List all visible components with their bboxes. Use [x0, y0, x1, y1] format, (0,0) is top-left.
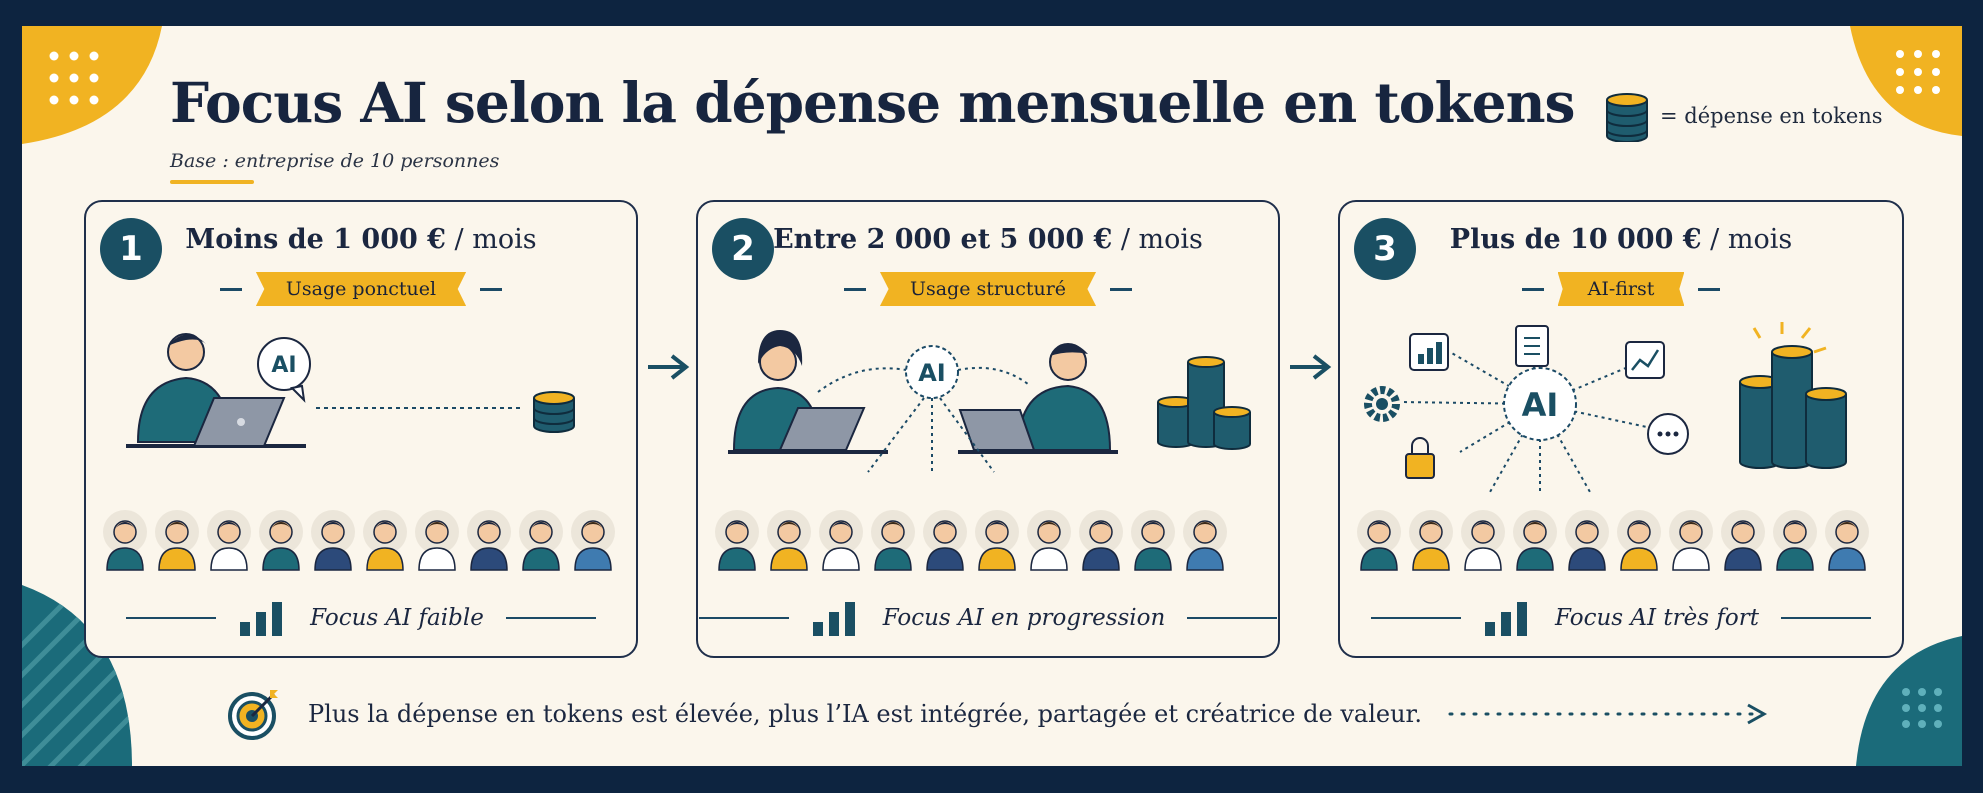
small-coin-stack-icon	[533, 391, 575, 433]
team-row	[714, 508, 1229, 574]
bar-level-icon	[240, 602, 283, 636]
gear-icon	[1364, 386, 1400, 422]
team-row	[102, 508, 617, 574]
focus-label: Focus AI faible	[310, 605, 484, 631]
team-member-avatar	[1565, 510, 1609, 571]
panel-footer: Focus AI en progression	[698, 598, 1278, 638]
lock-icon	[1405, 437, 1435, 479]
ai-hub-icon: AI	[905, 345, 959, 399]
team-member-avatar	[415, 510, 459, 571]
panel-badge: Usage structuré	[698, 272, 1278, 306]
team-member-avatar	[1669, 510, 1713, 571]
corner-decoration-top-left	[22, 26, 162, 144]
chat-bubble-icon	[1647, 413, 1689, 455]
usage-badge: Usage structuré	[879, 272, 1097, 306]
team-member-avatar	[571, 510, 615, 571]
corner-decoration-top-right	[1850, 26, 1962, 136]
team-member-avatar	[1079, 510, 1123, 571]
team-member-avatar	[1357, 510, 1401, 571]
subtitle-underline	[170, 180, 254, 184]
team-member-avatar	[519, 510, 563, 571]
checklist-icon	[1515, 325, 1549, 367]
step-number-badge: 3	[1354, 218, 1416, 280]
team-member-avatar	[923, 510, 967, 571]
team-member-avatar	[1409, 510, 1453, 571]
bar-level-icon	[812, 602, 855, 636]
target-icon	[228, 690, 278, 740]
legend-label: = dépense en tokens	[1660, 104, 1883, 128]
corner-decoration-bottom-right	[1856, 636, 1962, 766]
panel-title: Plus de 10 000 € / mois	[1449, 224, 1793, 255]
team-member-avatar	[715, 510, 759, 571]
legend: = dépense en tokens	[1604, 90, 1883, 142]
conclusion-row: Plus la dépense en tokens est élevée, pl…	[226, 686, 1778, 742]
ai-speech-bubble-icon: AI	[257, 337, 311, 403]
panel-footer: Focus AI très fort	[1340, 598, 1902, 638]
team-member-avatar	[311, 510, 355, 571]
ai-hub-icon	[1503, 367, 1577, 441]
team-member-avatar	[1825, 510, 1869, 571]
team-member-avatar	[259, 510, 303, 571]
arrow-right-icon	[648, 354, 690, 380]
team-member-avatar	[207, 510, 251, 571]
panel-badge: AI-first	[1340, 272, 1902, 306]
panel-ai-first: 3 Plus de 10 000 € / mois AI-first AI	[1338, 200, 1904, 658]
conclusion-text: Plus la dépense en tokens est élevée, pl…	[308, 700, 1422, 728]
step-number-badge: 2	[712, 218, 774, 280]
large-coin-stacks-icon	[1739, 322, 1847, 469]
team-member-avatar	[1131, 510, 1175, 571]
team-member-avatar	[1773, 510, 1817, 571]
svg-text:AI: AI	[271, 353, 296, 378]
svg-text:AI: AI	[918, 359, 946, 387]
team-member-avatar	[1721, 510, 1765, 571]
team-member-avatar	[767, 510, 811, 571]
svg-text:AI: AI	[1522, 386, 1559, 424]
team-member-avatar	[975, 510, 1019, 571]
focus-label: Focus AI très fort	[1555, 605, 1759, 631]
bar-chart-icon	[1409, 333, 1449, 371]
man-with-laptop-illustration	[958, 343, 1118, 454]
woman-with-laptop-illustration	[728, 330, 888, 454]
team-member-avatar	[1617, 510, 1661, 571]
page-subtitle: Base : entreprise de 10 personnes	[170, 150, 500, 172]
team-member-avatar	[467, 510, 511, 571]
panel-title: Entre 2 000 et 5 000 € / mois	[773, 224, 1203, 255]
team-member-avatar	[819, 510, 863, 571]
arrow-right-icon	[1290, 354, 1332, 380]
team-member-avatar	[1513, 510, 1557, 571]
usage-badge: Usage ponctuel	[255, 272, 467, 306]
person-with-laptop-illustration	[126, 333, 306, 448]
team-member-avatar	[155, 510, 199, 571]
team-row	[1356, 508, 1871, 574]
scene-ai-first: AI	[1364, 322, 1847, 493]
panel-title: Moins de 1 000 € / mois	[185, 224, 537, 255]
usage-badge: AI-first	[1557, 272, 1685, 306]
team-member-avatar	[871, 510, 915, 571]
panel-footer: Focus AI faible	[86, 598, 636, 638]
page-title: Focus AI selon la dépense mensuelle en t…	[170, 70, 1576, 135]
dotted-arrow-icon	[1448, 703, 1768, 725]
panel-usage-ponctuel: 1 Moins de 1 000 € / mois Usage ponctuel…	[84, 200, 638, 658]
team-member-avatar	[1183, 510, 1227, 571]
line-chart-icon	[1625, 341, 1665, 379]
bar-level-icon	[1485, 602, 1528, 636]
team-member-avatar	[103, 510, 147, 571]
scene-single-user: AI	[126, 333, 575, 448]
step-number-badge: 1	[100, 218, 162, 280]
team-member-avatar	[1027, 510, 1071, 571]
panel-usage-structure: 2 Entre 2 000 et 5 000 € / mois Usage st…	[696, 200, 1280, 658]
panel-badge: Usage ponctuel	[86, 272, 636, 306]
coin-stack-icon	[1606, 93, 1648, 142]
focus-label: Focus AI en progression	[882, 605, 1166, 631]
coin-stacks-icon	[1157, 356, 1251, 450]
scene-two-users: AI	[728, 330, 1251, 473]
team-member-avatar	[363, 510, 407, 571]
team-member-avatar	[1461, 510, 1505, 571]
